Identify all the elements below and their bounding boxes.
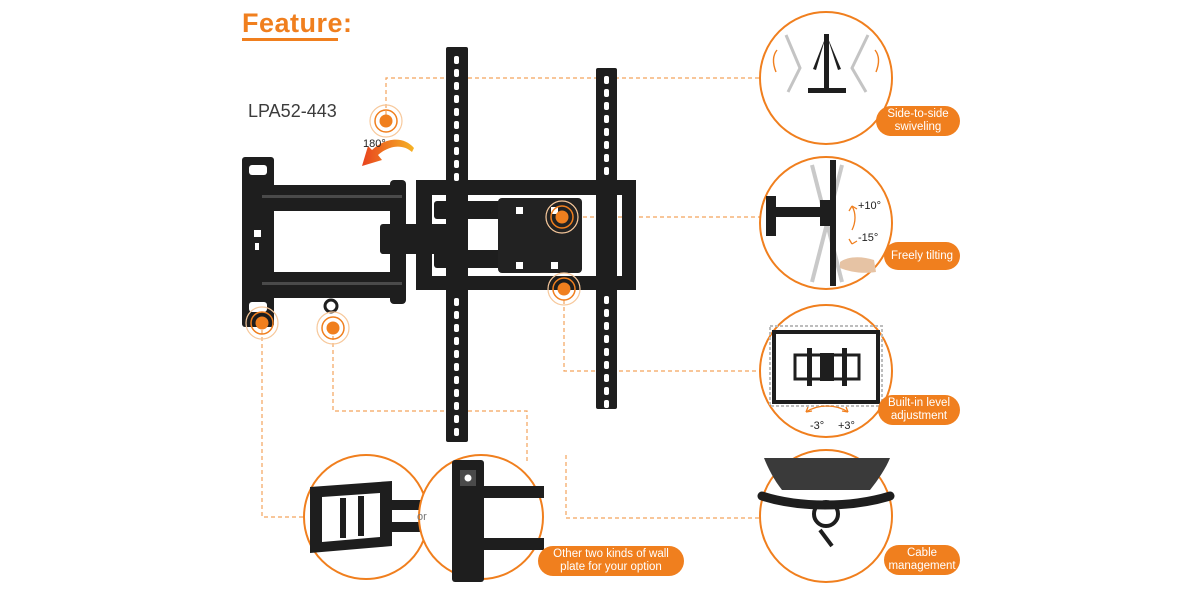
rail-slot [454,428,459,436]
rail-slot [604,361,609,369]
rail-slot [604,154,609,162]
swing-arm [262,180,460,304]
rail-slot [454,160,459,168]
rail-slot [604,335,609,343]
rotation-label: 180° [363,138,386,150]
rail-slot [604,102,609,110]
rail-slot [454,363,459,371]
rotation-arrow-icon [362,139,414,166]
swivel-callout [759,11,893,145]
rail-slot [454,173,459,181]
marker-tilt-icon [545,200,579,234]
rail-slot [604,374,609,382]
rail-slot [604,348,609,356]
tilt-callout [759,156,893,290]
rail-slot [454,134,459,142]
rail-slot [454,350,459,358]
rail-slot [454,298,459,306]
rail-slot [604,89,609,97]
rail-slot [454,82,459,90]
rail-slot [454,376,459,384]
rail-slot [454,69,459,77]
rail-slot [454,121,459,129]
rail-slot [454,389,459,397]
wall-plate [242,157,274,327]
rail-slot [454,337,459,345]
rail-slot [454,108,459,116]
rail-slots [454,56,609,436]
rail-slot [454,95,459,103]
rail-slot [604,128,609,136]
rail-slot [604,387,609,395]
wallplate-callout [303,454,544,582]
marker-level-icon [547,272,581,306]
title-underline [242,38,338,41]
rail-slot [454,147,459,155]
marker-swivel-icon [369,104,403,138]
rail-slot [604,309,609,317]
rail-slot [604,141,609,149]
swivel-label: Side-to-side swiveling [876,106,960,136]
page-title: Feature: [242,8,353,38]
level-callout [759,304,893,438]
tilt-up-label: +10° [858,200,882,212]
marker-wallplate-icon [245,306,279,340]
level-plus-label: +3° [838,420,855,432]
level-label: Built-in level adjustment [878,395,960,425]
model-number: LPA52-443 [248,101,337,121]
rail-slot [604,115,609,123]
rail-slot [604,167,609,175]
rail-slot [604,76,609,84]
marker-cable-icon [316,311,350,345]
guide-lines [261,77,776,519]
level-minus-label: -3° [810,420,825,432]
rail-slot [454,324,459,332]
wallplate-label: Other two kinds of wall plate for your o… [538,546,684,576]
cable-label: Cable management [884,545,960,575]
rail-slot [604,322,609,330]
tilt-label: Freely tilting [884,242,960,270]
rail-slot [454,415,459,423]
rail-slot [454,56,459,64]
rail-slot [454,402,459,410]
cable-callout [757,449,895,583]
rail-slot [604,400,609,408]
or-label: or [417,511,427,523]
vesa-rails [446,47,617,442]
tilt-down-label: -15° [858,232,879,244]
rail-slot [604,296,609,304]
rail-slot [454,311,459,319]
